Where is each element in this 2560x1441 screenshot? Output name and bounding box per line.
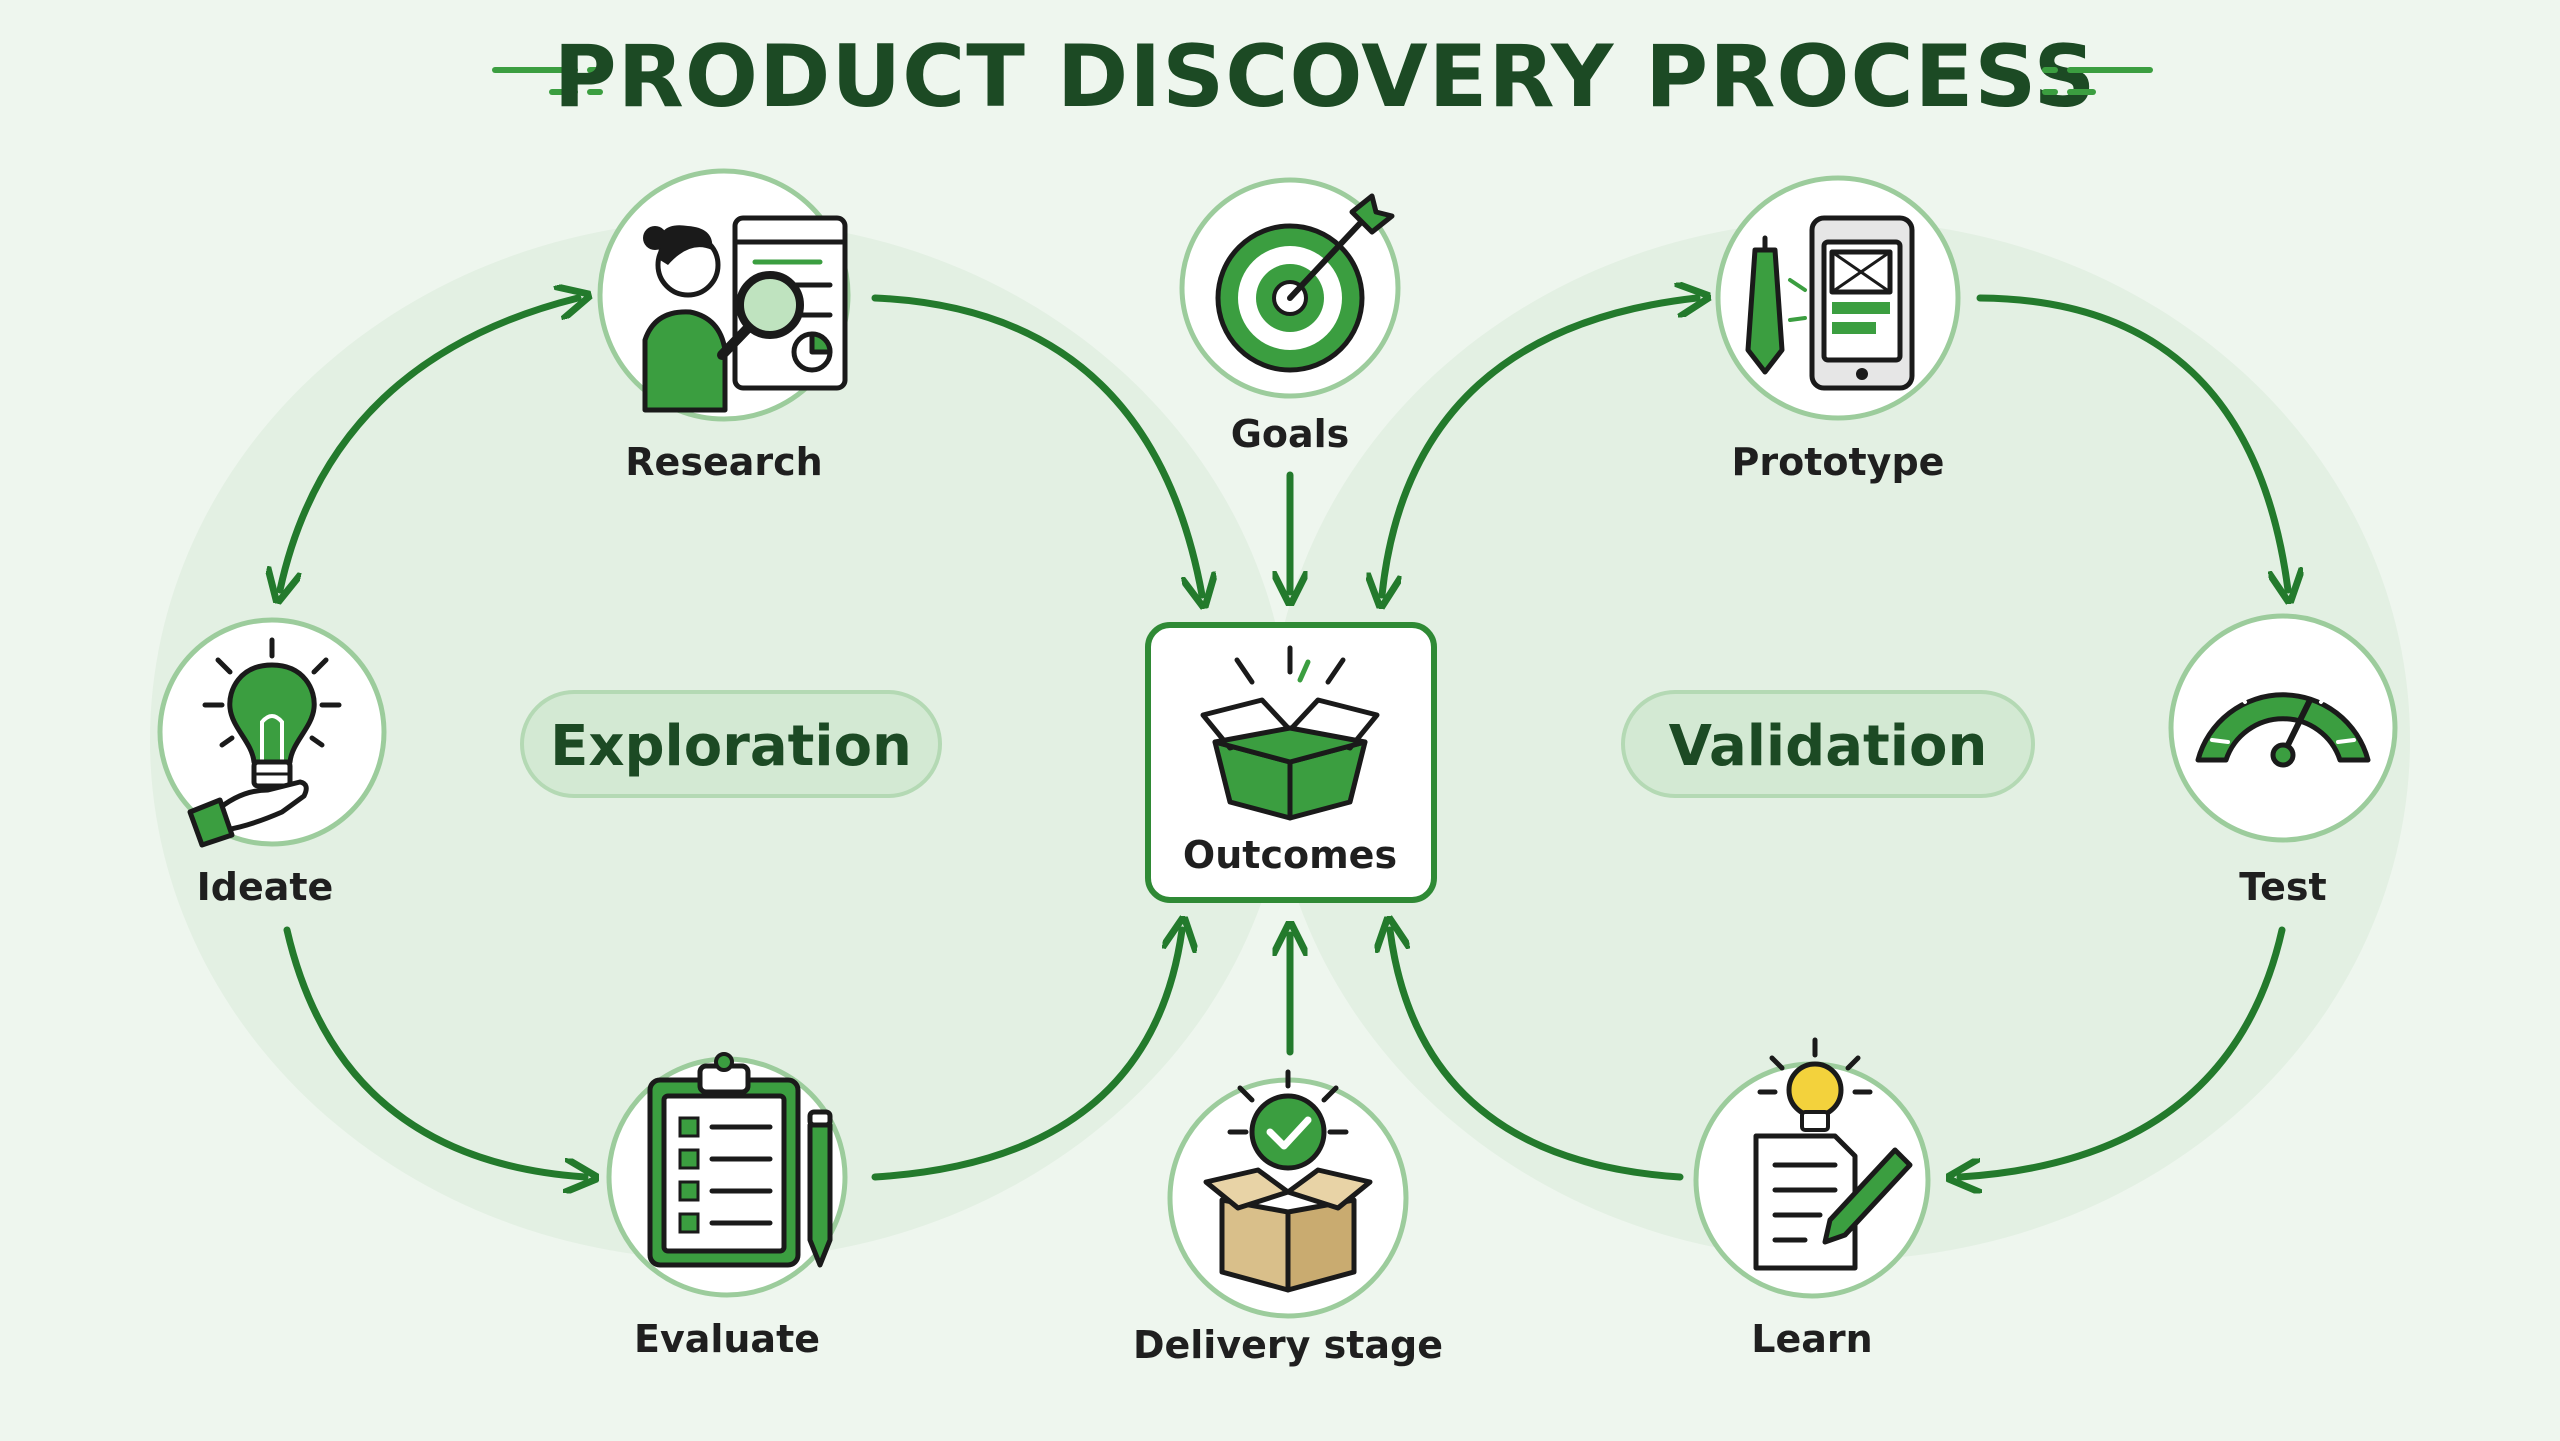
phase-validation: Validation [1621,690,2035,798]
target-icon [1215,193,1395,373]
delivery-label: Delivery stage [1133,1323,1443,1367]
phase-exploration: Exploration [520,690,942,798]
page-title: PRODUCT DISCOVERY PROCESS [554,27,2097,127]
notes-idea-icon [1753,1037,1913,1271]
arrow-ideate-research [280,298,578,590]
title-decoration-left [492,67,603,95]
box-check-icon [1203,1069,1373,1293]
learn-node[interactable]: Learn [1693,1037,1931,1361]
goals-node[interactable]: Goals [1179,177,1401,456]
phase-exploration-label: Exploration [550,714,912,779]
goals-label: Goals [1231,412,1350,456]
prototype-label: Prototype [1732,440,1945,484]
clipboard-checklist-icon [647,1052,833,1268]
delivery-node[interactable]: Delivery stage [1133,1069,1443,1367]
research-label: Research [625,440,822,484]
arrow-prototype-test [1976,294,2288,590]
arrow-test-learn [1960,926,2286,1177]
arrow-ideate-evaluate [283,926,585,1177]
arrow-prototype-outcomes [1382,298,1697,595]
learn-label: Learn [1751,1317,1872,1361]
evaluate-node[interactable]: Evaluate [606,1052,848,1361]
test-node[interactable]: Test [2168,613,2398,909]
arrow-evaluate-outcomes [871,930,1182,1181]
title-decoration-right [2042,67,2153,95]
ideate-label: Ideate [197,865,334,909]
outcomes-label: Outcomes [1183,833,1397,877]
open-box-icon [1200,645,1380,821]
lightbulb-hand-icon [187,637,342,848]
arrow-research-outcomes [871,294,1202,595]
research-node[interactable]: Research [597,168,851,484]
research-magnifier-icon [642,215,848,413]
test-label: Test [2239,865,2326,909]
phase-validation-label: Validation [1669,714,1988,779]
ideate-node[interactable]: Ideate [157,617,387,909]
outcomes-node[interactable]: Outcomes [1145,622,1437,903]
arrow-learn-outcomes [1390,930,1684,1181]
evaluate-label: Evaluate [634,1317,820,1361]
gauge-icon [2195,670,2371,768]
mobile-wireframe-icon [1745,215,1915,391]
prototype-node[interactable]: Prototype [1715,175,1961,484]
